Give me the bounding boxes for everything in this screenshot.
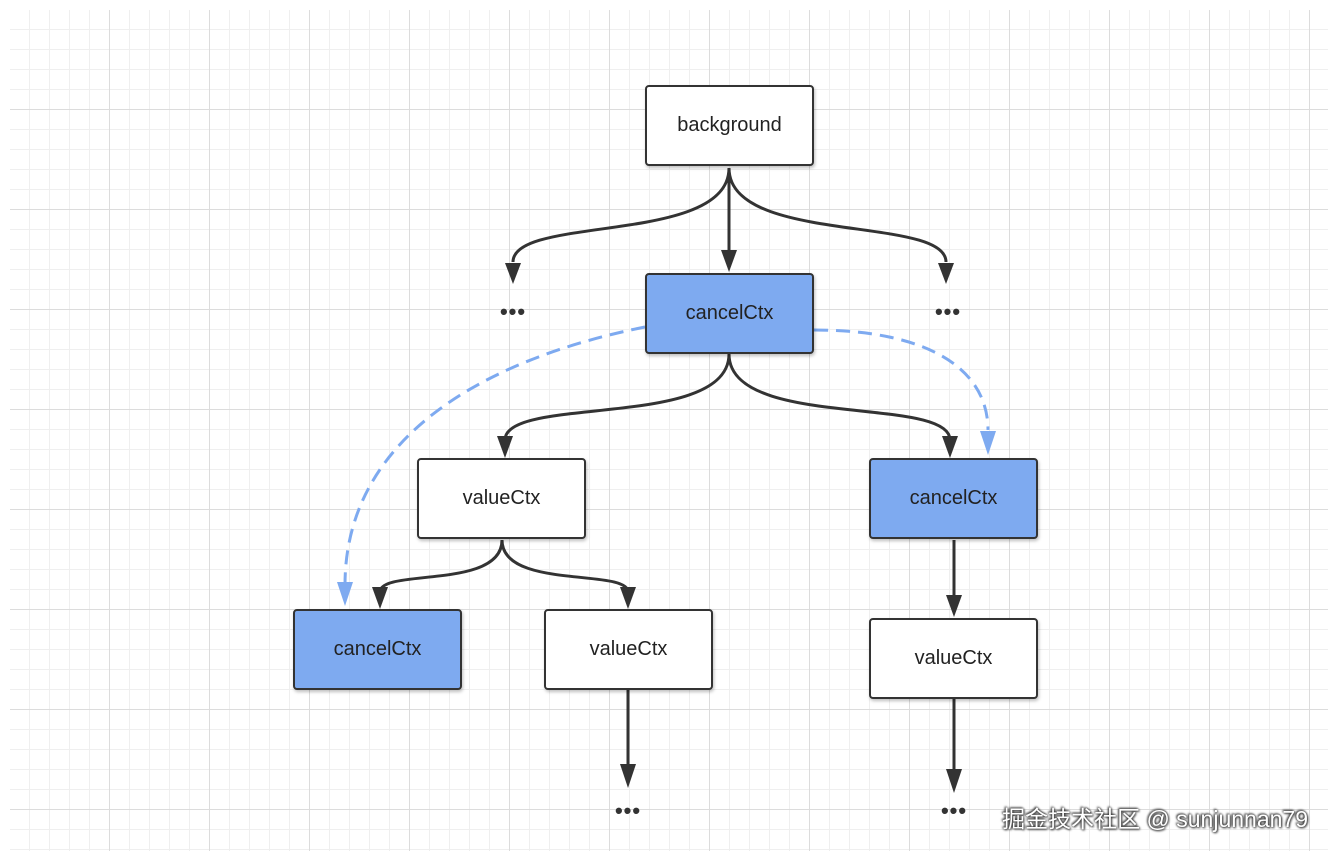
ellipsis-bottom-mid: ••• <box>614 798 642 823</box>
arrowhead <box>721 250 737 272</box>
arrowhead <box>372 587 388 609</box>
arrowhead <box>620 764 636 788</box>
node-label: cancelCtx <box>333 638 422 660</box>
arrowhead <box>938 263 954 284</box>
node-label: valueCtx <box>914 647 993 669</box>
node-valuectx-mid[interactable]: valueCtx <box>544 609 713 690</box>
node-background[interactable]: background <box>645 85 814 166</box>
arrowhead <box>946 595 962 617</box>
watermark-text: 掘金技术社区 @ sunjunnan79 <box>1002 806 1308 832</box>
node-label: valueCtx <box>589 638 668 660</box>
arrowhead <box>942 436 958 458</box>
edge-background-to-left-ellipsis <box>511 167 731 263</box>
node-valuectx-right[interactable]: valueCtx <box>869 618 1038 699</box>
ellipsis-top-left: ••• <box>499 299 527 324</box>
arrowhead <box>946 769 962 793</box>
node-label: cancelCtx <box>685 302 774 324</box>
dashed-edge-to-right-cancelctx <box>813 328 990 431</box>
edge-cancelctx-to-right-cancelctx <box>727 353 952 441</box>
node-cancelctx-right[interactable]: cancelCtx <box>869 458 1038 539</box>
ellipsis-bottom-right: ••• <box>940 798 968 823</box>
edge-valuectx-to-mid-valuectx <box>500 539 630 593</box>
node-label: valueCtx <box>462 487 541 509</box>
arrowhead <box>620 587 636 609</box>
edge-cancelctx-to-valuectx <box>503 353 731 441</box>
node-label: cancelCtx <box>909 487 998 509</box>
edge-background-to-right-ellipsis <box>727 167 948 263</box>
arrowhead <box>505 263 521 284</box>
arrowhead <box>497 436 513 458</box>
node-cancelctx-root[interactable]: cancelCtx <box>645 273 814 354</box>
dashed-arrowhead <box>337 582 353 606</box>
node-cancelctx-leaf[interactable]: cancelCtx <box>293 609 462 690</box>
dashed-edge-to-leaf-cancelctx <box>343 325 646 586</box>
node-valuectx-left[interactable]: valueCtx <box>417 458 586 539</box>
ellipsis-top-right: ••• <box>934 299 962 324</box>
node-label: background <box>677 114 782 136</box>
dashed-arrowhead <box>980 431 996 455</box>
edge-valuectx-to-leaf-cancelctx <box>378 539 504 593</box>
